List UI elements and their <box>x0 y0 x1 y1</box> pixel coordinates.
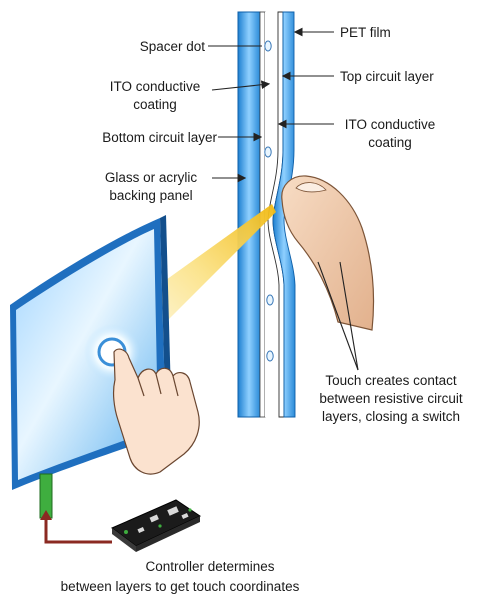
spacer-dot <box>266 294 274 306</box>
spacer-dots <box>264 40 274 362</box>
spacer-dot <box>264 146 272 158</box>
spacer-dot <box>266 350 274 362</box>
leader-lines <box>208 27 359 371</box>
controller-cable <box>44 520 112 544</box>
leader-ito-left <box>211 80 271 91</box>
label-touch-line2: between resistive circuit <box>319 391 463 406</box>
label-ito-left-line1: ITO conductive <box>109 79 201 94</box>
label-touch-line3: layers, closing a switch <box>321 409 461 424</box>
label-pet-film: PET film <box>340 25 391 40</box>
label-glass-line1: Glass or acrylic <box>104 170 198 185</box>
pointing-hand-icon <box>112 348 200 475</box>
label-ito-right-line2: coating <box>368 135 412 150</box>
label-spacer-dot: Spacer dot <box>139 39 205 54</box>
label-ito-left-line2: coating <box>133 97 177 112</box>
controller-board-icon <box>111 499 202 552</box>
label-touch-line1: Touch creates contact <box>325 373 457 388</box>
label-ito-right-line1: ITO conductive <box>344 117 436 132</box>
label-controller-line1: Controller determines <box>145 559 275 574</box>
label-glass-line2: backing panel <box>109 188 193 203</box>
label-bottom-circuit-layer: Bottom circuit layer <box>102 130 217 145</box>
label-controller-line2: between layers to get touch coordinates <box>60 579 300 594</box>
spacer-dot <box>264 40 272 52</box>
glass-backing-panel <box>238 12 260 417</box>
finger-pressing-icon <box>281 175 375 331</box>
leader-touch <box>317 261 359 371</box>
label-top-circuit-layer: Top circuit layer <box>340 69 434 84</box>
